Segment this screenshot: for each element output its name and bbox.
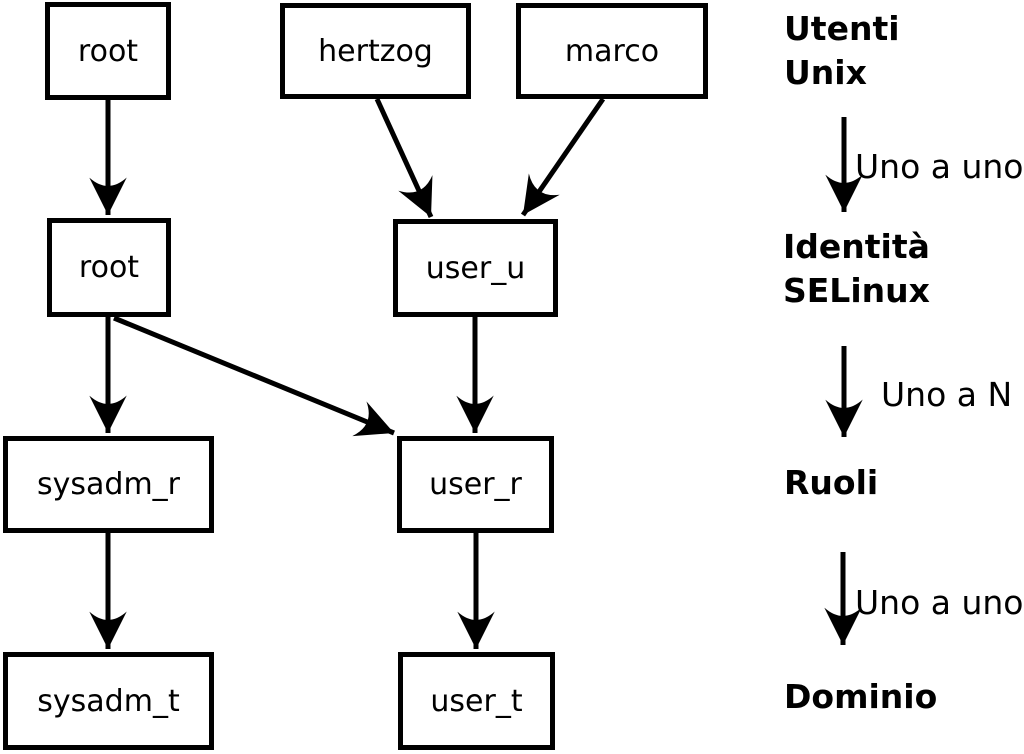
arrow-selinux-root-to-user-r xyxy=(113,315,395,437)
arrow-hertzog-to-user-u xyxy=(374,97,434,219)
legend-level-dominio: Dominio xyxy=(784,677,938,716)
node-role-user-r: user_r xyxy=(397,436,554,533)
legend-level-utenti-unix: Utenti Unix xyxy=(784,9,900,92)
legend-level-identita-selinux: Identità SELinux xyxy=(783,227,930,310)
node-selinux-user-u: user_u xyxy=(393,219,558,317)
node-unix-root: root xyxy=(45,2,171,100)
node-unix-hertzog: hertzog xyxy=(280,3,471,99)
legend-relation-uno-a-n: Uno a N xyxy=(881,375,1013,414)
node-unix-marco: marco xyxy=(516,3,708,99)
arrow-marco-to-user-u xyxy=(520,97,606,217)
node-role-sysadm-r: sysadm_r xyxy=(3,436,214,533)
node-domain-user-t: user_t xyxy=(398,652,555,750)
legend-level-ruoli: Ruoli xyxy=(784,463,879,502)
node-selinux-root: root xyxy=(47,218,171,317)
legend-relation-uno-a-uno-2: Uno a uno xyxy=(855,583,1024,622)
node-domain-sysadm-t: sysadm_t xyxy=(3,652,214,750)
legend-relation-uno-a-uno-1: Uno a uno xyxy=(855,147,1024,186)
